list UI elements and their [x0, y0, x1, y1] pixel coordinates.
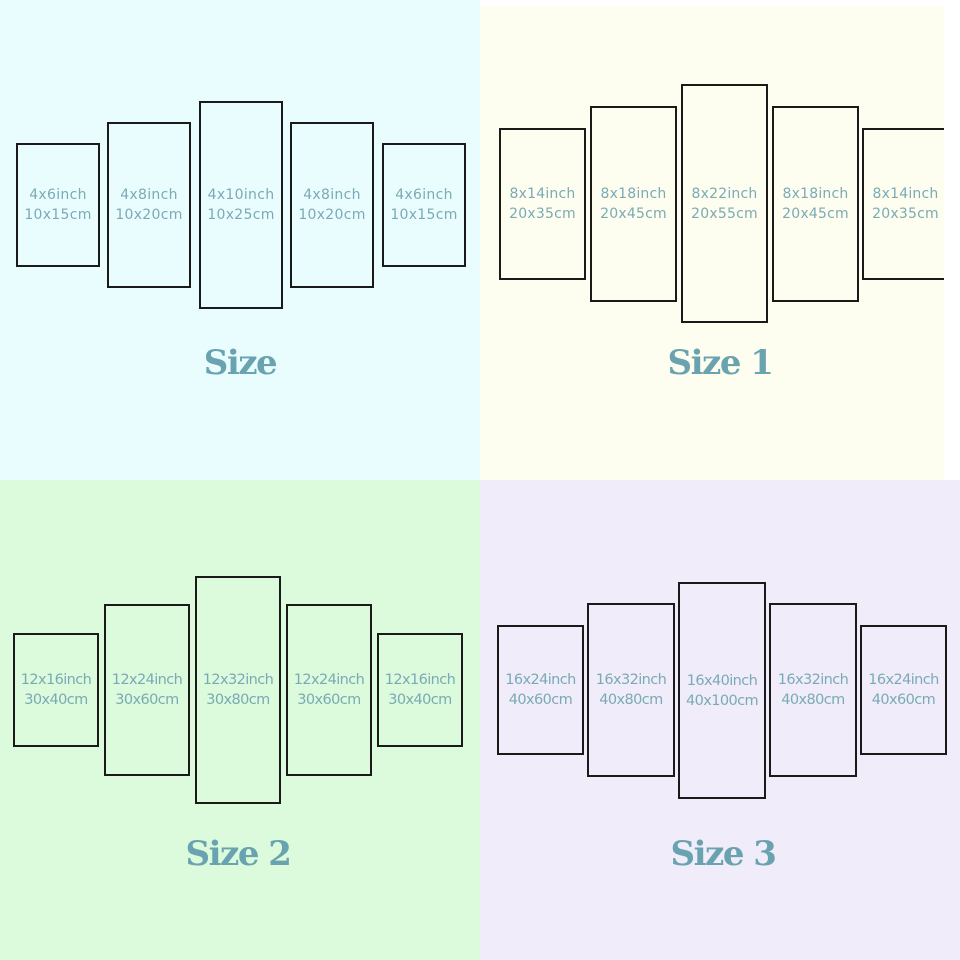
section-title: Size 2: [185, 834, 292, 874]
canvas-panel-4: 12x24inch 30x60cm: [286, 604, 372, 776]
panel-cm-label: 40x100cm: [685, 692, 759, 709]
panel-inch-label: 16x24inch: [505, 672, 576, 688]
canvas-panel-5: 8x14inch 20x35cm: [862, 128, 944, 280]
panel-inch-label: 12x32inch: [202, 672, 274, 688]
canvas-panel-1: 4x6inch 10x15cm: [16, 143, 100, 267]
panel-inch-label: 12x16inch: [384, 672, 456, 688]
canvas-panel-3: 12x32inch 30x80cm: [195, 576, 281, 804]
panel-inch-label: 12x16inch: [20, 672, 92, 688]
canvas-panel-2: 12x24inch 30x60cm: [104, 604, 190, 776]
panel-cm-label: 20x45cm: [782, 206, 849, 222]
panel-cm-label: 30x60cm: [115, 692, 179, 708]
panel-cm-label: 10x20cm: [298, 207, 366, 223]
panel-cm-label: 10x25cm: [207, 207, 275, 223]
panel-cm-label: 20x45cm: [600, 206, 667, 222]
canvas-panel-1: 8x14inch 20x35cm: [499, 128, 586, 280]
panel-cm-label: 10x20cm: [115, 207, 183, 223]
canvas-panel-4: 8x18inch 20x45cm: [772, 106, 859, 302]
canvas-panel-2: 8x18inch 20x45cm: [590, 106, 677, 302]
panel-inch-label: 12x24inch: [293, 672, 365, 688]
canvas-panel-2: 16x32inch 40x80cm: [587, 603, 675, 777]
canvas-panel-5: 16x24inch 40x60cm: [860, 625, 947, 755]
canvas-panel-4: 4x8inch 10x20cm: [290, 122, 374, 288]
size3-section: 16x24inch 40x60cm 16x32inch 40x80cm 16x4…: [480, 480, 960, 960]
panel-inch-label: 8x18inch: [782, 186, 849, 202]
panel-cm-label: 40x60cm: [871, 692, 936, 708]
panel-inch-label: 8x22inch: [691, 185, 758, 202]
panel-cm-label: 10x15cm: [24, 207, 92, 223]
panel-inch-label: 16x40inch: [686, 672, 758, 689]
panel-inch-label: 4x6inch: [395, 187, 453, 203]
canvas-panel-2: 4x8inch 10x20cm: [107, 122, 191, 288]
canvas-panel-4: 16x32inch 40x80cm: [769, 603, 857, 777]
section-title: Size 1: [667, 343, 774, 383]
canvas-panel-1: 16x24inch 40x60cm: [497, 625, 584, 755]
panel-inch-label: 8x14inch: [509, 186, 576, 202]
size-section: 4x6inch 10x15cm 4x8inch 10x20cm 4x10inch…: [0, 0, 480, 480]
panel-cm-label: 20x55cm: [691, 205, 758, 222]
panel-inch-label: 12x24inch: [111, 672, 183, 688]
panel-cm-label: 30x80cm: [206, 692, 270, 708]
panel-cm-label: 40x80cm: [599, 692, 663, 708]
panel-cm-label: 40x80cm: [781, 692, 845, 708]
panel-cm-label: 20x35cm: [872, 206, 939, 222]
panel-cm-label: 30x60cm: [297, 692, 361, 708]
panel-inch-label: 8x14inch: [872, 186, 939, 202]
section-title: Size 3: [670, 834, 777, 874]
panel-inch-label: 4x6inch: [29, 187, 87, 203]
panel-cm-label: 30x40cm: [388, 692, 452, 708]
panel-cm-label: 30x40cm: [24, 692, 88, 708]
canvas-panel-3: 4x10inch 10x25cm: [199, 101, 283, 309]
size1-section: 8x14inch 20x35cm 8x18inch 20x45cm 8x22in…: [480, 6, 944, 480]
section-title: Size: [203, 343, 278, 383]
panel-cm-label: 20x35cm: [509, 206, 576, 222]
panel-inch-label: 16x32inch: [777, 672, 849, 688]
canvas-panel-3: 16x40inch 40x100cm: [678, 582, 766, 799]
panel-cm-label: 10x15cm: [390, 207, 458, 223]
size2-section: 12x16inch 30x40cm 12x24inch 30x60cm 12x3…: [0, 480, 480, 960]
panel-inch-label: 4x10inch: [207, 187, 275, 203]
canvas-panel-5: 12x16inch 30x40cm: [377, 633, 463, 747]
panel-inch-label: 4x8inch: [303, 187, 361, 203]
canvas-panel-3: 8x22inch 20x55cm: [681, 84, 768, 323]
panel-cm-label: 40x60cm: [508, 692, 573, 708]
canvas-panel-5: 4x6inch 10x15cm: [382, 143, 466, 267]
panel-inch-label: 16x32inch: [595, 672, 667, 688]
panel-inch-label: 4x8inch: [120, 187, 178, 203]
panel-inch-label: 16x24inch: [868, 672, 939, 688]
canvas-panel-1: 12x16inch 30x40cm: [13, 633, 99, 747]
panel-inch-label: 8x18inch: [600, 186, 667, 202]
